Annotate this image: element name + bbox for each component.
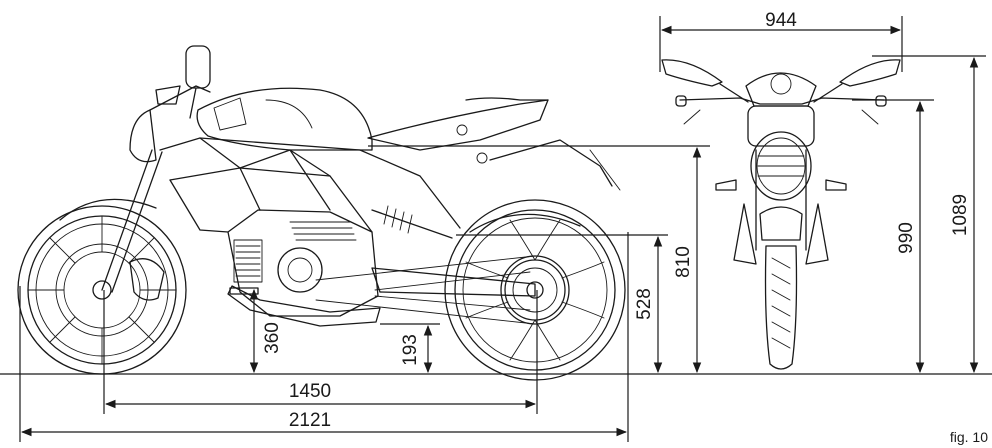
handlebar xyxy=(679,97,885,105)
dim-label-height-handlebar: 990 xyxy=(896,222,917,254)
dimension-lines xyxy=(19,16,986,442)
mirror-right xyxy=(839,59,901,87)
fuel-tank xyxy=(196,87,373,151)
dim-label-seat-height: 810 xyxy=(673,246,694,278)
trellis-frame xyxy=(159,137,461,233)
chain-drive xyxy=(315,255,570,325)
headlight xyxy=(750,131,812,201)
motorcycle-front-view xyxy=(661,59,901,370)
engine xyxy=(227,209,381,327)
dim-label-wheelbase: 1450 xyxy=(289,381,331,402)
front-tyre xyxy=(764,245,798,370)
dim-label-height-max: 1089 xyxy=(950,194,971,236)
front-controls xyxy=(129,45,211,163)
seat xyxy=(367,99,549,151)
dim-label-width: 944 xyxy=(765,10,797,31)
dim-label-clearance-front: 360 xyxy=(262,322,283,354)
mirror-left xyxy=(661,59,723,87)
motorcycle-side-view xyxy=(17,45,626,381)
dim-label-clearance-min: 193 xyxy=(400,334,421,366)
figure-caption: fig. 10 xyxy=(950,429,988,445)
dim-label-length: 2121 xyxy=(289,410,331,431)
dim-label-footpeg-height: 528 xyxy=(634,288,655,320)
front-wheel xyxy=(17,149,187,375)
rear-shock xyxy=(371,205,453,239)
tail-cowl xyxy=(465,97,549,101)
